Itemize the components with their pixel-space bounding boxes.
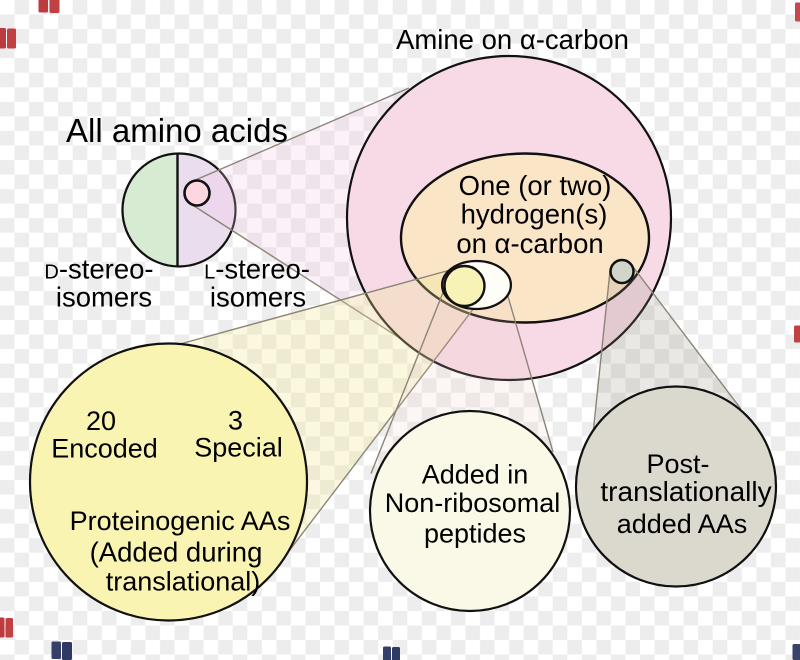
svg-text:Proteinogenic AAs: Proteinogenic AAs bbox=[70, 506, 291, 536]
svg-text:One (or two): One (or two) bbox=[459, 170, 612, 201]
svg-text:translational): translational) bbox=[106, 567, 261, 597]
svg-text:peptides: peptides bbox=[424, 519, 526, 549]
svg-text:(Added during: (Added during bbox=[90, 537, 263, 568]
svg-text:3: 3 bbox=[228, 406, 243, 436]
svg-text:L-stereo-: L-stereo- bbox=[204, 254, 310, 285]
svg-text:All amino acids: All amino acids bbox=[66, 112, 288, 149]
svg-text:Amine on α-carbon: Amine on α-carbon bbox=[396, 24, 629, 55]
svg-text:Post-: Post- bbox=[646, 449, 709, 479]
svg-text:isomers: isomers bbox=[210, 282, 306, 313]
svg-text:hydrogen(s): hydrogen(s) bbox=[461, 199, 608, 230]
svg-text:D-stereo-: D-stereo- bbox=[44, 254, 153, 285]
svg-text:Encoded: Encoded bbox=[51, 434, 158, 464]
svg-text:isomers: isomers bbox=[56, 282, 152, 313]
svg-text:translationally: translationally bbox=[600, 476, 771, 507]
svg-text:on α-carbon: on α-carbon bbox=[456, 228, 603, 259]
svg-text:Special: Special bbox=[194, 433, 283, 463]
svg-text:20: 20 bbox=[86, 406, 116, 436]
svg-text:Added in: Added in bbox=[422, 460, 529, 490]
svg-text:added AAs: added AAs bbox=[617, 509, 748, 539]
svg-text:Non-ribosomal: Non-ribosomal bbox=[385, 488, 561, 518]
